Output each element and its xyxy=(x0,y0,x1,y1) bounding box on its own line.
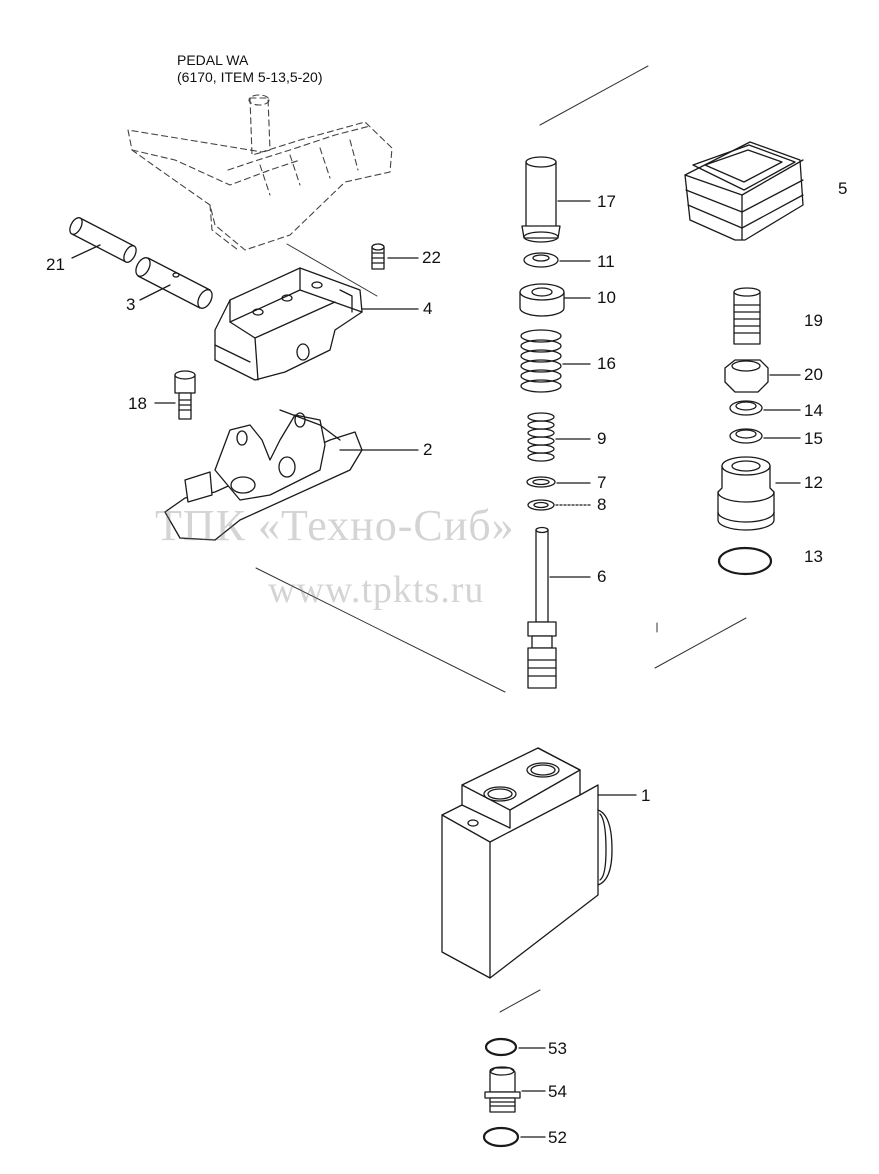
callout-13: 13 xyxy=(804,547,823,566)
pin-part-21 xyxy=(69,217,137,263)
watermark-site: www.tpkts.ru xyxy=(268,569,485,611)
header-title: PEDAL WA xyxy=(177,52,249,68)
bushing-part-12 xyxy=(717,456,801,531)
pin-part-3 xyxy=(135,257,213,309)
stud-part-19 xyxy=(733,287,761,345)
valve-body-part-1 xyxy=(441,747,637,979)
header-subtitle: (6170, ITEM 5-13,5-20) xyxy=(177,69,323,85)
callout-20: 20 xyxy=(804,365,823,384)
callout-9: 9 xyxy=(597,429,607,448)
bracket-part-4 xyxy=(214,267,419,381)
callout-4: 4 xyxy=(423,299,433,318)
spring-16 xyxy=(520,329,591,393)
callout-7: 7 xyxy=(597,473,607,492)
callout-52: 52 xyxy=(548,1128,567,1147)
ring-part-15 xyxy=(729,428,801,444)
boot-part-5 xyxy=(684,141,804,241)
oring-part-53 xyxy=(484,1037,546,1057)
oring-part-13 xyxy=(717,546,773,576)
callout-54: 54 xyxy=(548,1082,567,1101)
callout-12: 12 xyxy=(804,473,823,492)
callout-8: 8 xyxy=(597,495,607,514)
callout-53: 53 xyxy=(548,1039,567,1058)
callout-16: 16 xyxy=(597,354,616,373)
spool-stack xyxy=(519,156,591,689)
pedal-phantom xyxy=(127,94,393,251)
callout-10: 10 xyxy=(597,288,616,307)
callout-1: 1 xyxy=(641,786,651,805)
setscrew-part-22 xyxy=(371,243,419,270)
base-part-2 xyxy=(164,409,419,541)
callout-3: 3 xyxy=(126,295,136,314)
callout-5: 5 xyxy=(838,179,848,198)
watermark-company: ТПК «Техно-Сиб» xyxy=(155,501,515,550)
callout-18: 18 xyxy=(128,394,147,413)
fitting-part-54 xyxy=(484,1066,546,1113)
callout-22: 22 xyxy=(422,248,441,267)
callout-21: 21 xyxy=(46,255,65,274)
callout-15: 15 xyxy=(804,429,823,448)
nut-part-20 xyxy=(724,359,801,393)
callout-17: 17 xyxy=(597,192,616,211)
callout-6: 6 xyxy=(597,567,607,586)
callout-14: 14 xyxy=(804,401,823,420)
callout-19: 19 xyxy=(804,311,823,330)
spring-9 xyxy=(527,412,591,462)
callout-11: 11 xyxy=(597,252,615,271)
callout-2: 2 xyxy=(423,440,433,459)
bolt-part-18 xyxy=(154,370,196,420)
axis-lines xyxy=(255,65,747,1013)
ring-part-14 xyxy=(729,400,801,416)
oring-part-52 xyxy=(482,1126,546,1148)
